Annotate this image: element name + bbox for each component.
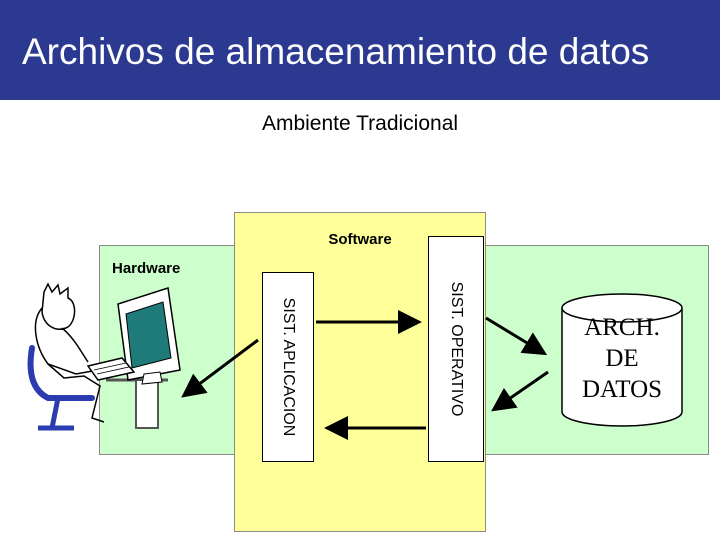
software-label: Software [328, 231, 392, 248]
arrow-data-to-os [491, 370, 549, 412]
slide-subtitle: Ambiente Tradicional [261, 112, 459, 135]
data-store-line-2: DE [605, 345, 639, 372]
os-layer-box: SIST. OPERATIVO [428, 236, 484, 462]
data-store-line-1: ARCH. [584, 314, 660, 341]
arrow-app-to-user [181, 338, 259, 398]
application-layer-box: SIST. APLICACION [262, 272, 314, 462]
data-store-label: ARCH. DE DATOS [560, 312, 684, 405]
data-store-line-3: DATOS [581, 376, 663, 403]
database-cylinder-icon [561, 293, 683, 427]
hardware-label: Hardware [112, 260, 181, 277]
slide-title: Archivos de almacenamiento de datos [22, 31, 650, 72]
title-bar: Archivos de almacenamiento de datos [0, 0, 720, 100]
arrow-os-to-data [485, 316, 548, 356]
person-at-computer-icon [27, 282, 181, 431]
data-store-cylinder: ARCH. DE DATOS [560, 292, 684, 428]
